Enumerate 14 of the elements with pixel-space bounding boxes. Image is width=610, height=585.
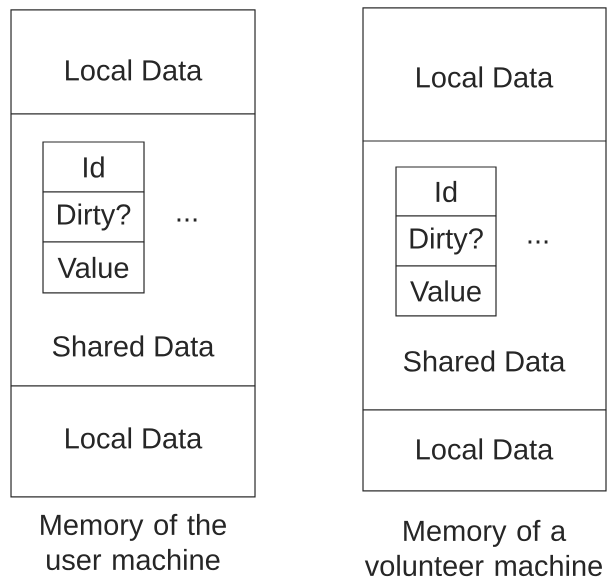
record-field: Value: [395, 265, 497, 317]
node-label: Memory of the user machine: [41, 514, 226, 570]
memory-section: Local Data: [10, 385, 256, 498]
memory-section: Local Data: [10, 9, 256, 115]
node-label: Memory of a volunteer machine: [364, 520, 602, 576]
memory-section: Local Data: [362, 7, 607, 142]
record-field: Id: [395, 166, 497, 217]
record-field: Value: [42, 241, 145, 294]
record-field: Id: [42, 141, 145, 193]
record-field: Dirty?: [395, 215, 497, 267]
memory-section: Local Data: [362, 409, 607, 492]
ellipsis: ...: [528, 240, 548, 244]
ellipsis: ...: [178, 218, 196, 222]
record-field: Dirty?: [42, 191, 145, 243]
